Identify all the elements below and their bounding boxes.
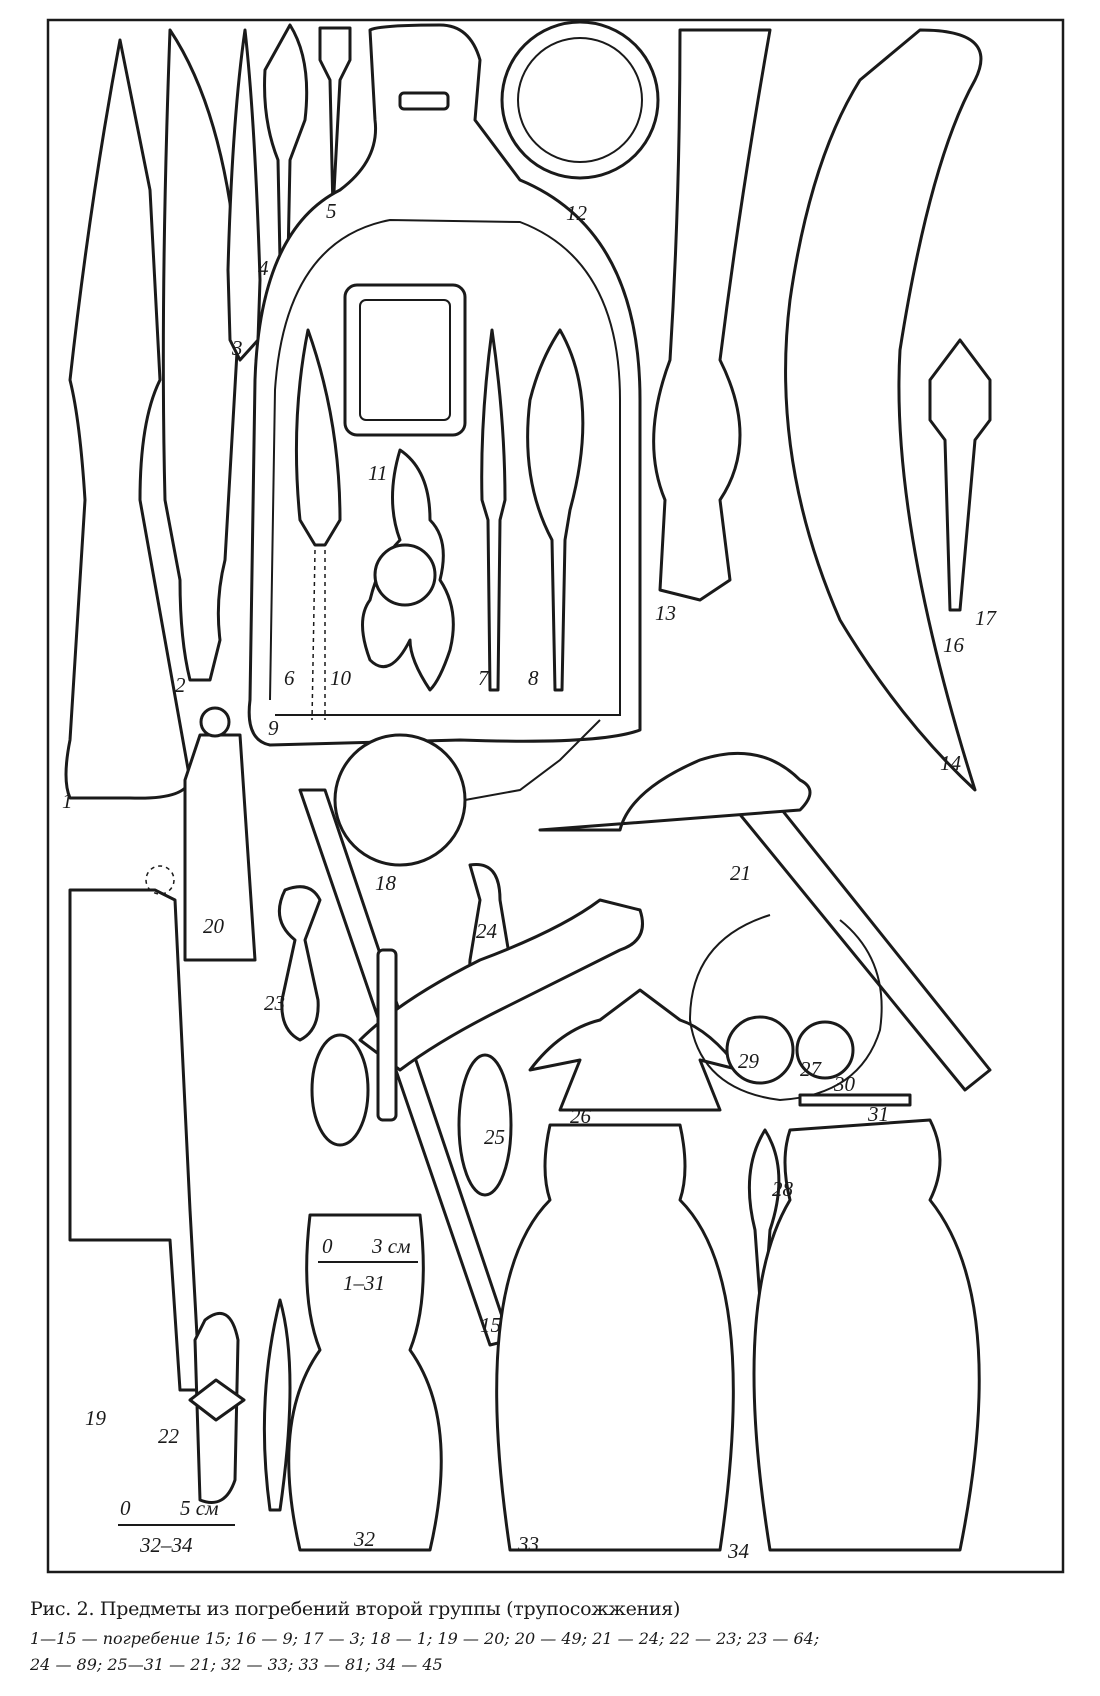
pendant-29 [725, 1015, 795, 1085]
stirrup-slot [398, 91, 450, 111]
item-label: 2 [175, 673, 186, 697]
plate-frame [46, 18, 1065, 1574]
item-label: 17 [975, 606, 998, 630]
item-label: 16 [943, 633, 965, 657]
item-label: 32 [353, 1527, 376, 1551]
item-label: 1 [62, 789, 73, 813]
vessel-32 [287, 1213, 443, 1552]
buckle [343, 283, 467, 437]
scale-zero: 0 [120, 1496, 131, 1520]
figure-caption: Рис. 2. Предметы из погребений второй гр… [30, 1598, 1090, 1678]
item-label: 26 [570, 1104, 592, 1128]
spindle [262, 1298, 292, 1512]
bit-cheekpiece [376, 948, 398, 1122]
item-label: 15 [480, 1313, 501, 1337]
item-labels: 1 2 3 4 5 6 7 8 9 10 11 12 13 14 15 16 1… [62, 199, 998, 1563]
ring [373, 543, 437, 607]
suspension-ring [199, 706, 231, 738]
scale-zero: 0 [322, 1234, 333, 1258]
item-label: 23 [264, 991, 285, 1015]
stirrup-inner [269, 218, 621, 716]
ornamented-plate-26 [528, 988, 742, 1112]
knife-in-sheath [161, 28, 242, 682]
figure-plate: 0 3 см 1–31 0 5 см 32–34 1 2 3 4 5 6 7 8… [46, 18, 1065, 1574]
item-label: 18 [375, 871, 397, 895]
item-label: 21 [730, 861, 751, 885]
bronze-ring [500, 20, 660, 180]
item-label: 20 [203, 914, 225, 938]
jug-34 [752, 1118, 981, 1552]
fire-steel-hole [145, 865, 175, 895]
scale-range: 1–31 [343, 1271, 385, 1295]
sickle [784, 28, 983, 792]
item-label: 27 [800, 1057, 823, 1081]
bit-ring [310, 1033, 370, 1147]
scale-range: 32–34 [139, 1533, 193, 1557]
item-label: 24 [476, 919, 498, 943]
scale-length: 3 см [371, 1234, 410, 1258]
item-label: 9 [268, 716, 279, 740]
item-label: 5 [326, 199, 337, 223]
item-label: 6 [284, 666, 295, 690]
item-label: 19 [85, 1406, 107, 1430]
item-label: 25 [484, 1125, 505, 1149]
item-label: 8 [528, 666, 539, 690]
caption-legend-line-1: 1—15 — погребение 15; 16 — 9; 17 — 3; 18… [30, 1629, 820, 1648]
arrowhead-6 [294, 328, 342, 547]
fire-steel [68, 888, 202, 1392]
item-label: 7 [478, 666, 490, 690]
fibula [538, 751, 812, 832]
item-label: 4 [258, 256, 269, 280]
vessel-33 [495, 1123, 735, 1552]
iron-ball [333, 733, 467, 867]
scale-bar-large: 0 5 см 32–34 [118, 1496, 235, 1557]
forked-arrowhead [526, 328, 585, 692]
item-label: 28 [772, 1177, 794, 1201]
arrowhead-7 [480, 328, 507, 692]
item-label: 13 [655, 601, 676, 625]
pendant-awl [928, 338, 992, 612]
caption-legend-line-2: 24 — 89; 25—31 — 21; 32 — 33; 33 — 81; 3… [30, 1655, 443, 1674]
plaque-25 [457, 1053, 513, 1197]
small-knife [226, 28, 262, 362]
awl [318, 26, 352, 212]
item-label: 33 [517, 1532, 539, 1556]
spearhead [64, 38, 192, 800]
scale-length: 5 см [180, 1496, 218, 1520]
item-label: 34 [727, 1539, 750, 1563]
item-label: 31 [867, 1102, 889, 1126]
item-label: 10 [330, 666, 352, 690]
caption-title: Рис. 2. Предметы из погребений второй гр… [30, 1598, 681, 1620]
item-label: 30 [833, 1072, 856, 1096]
torc-27 [688, 914, 883, 1102]
whetstone [183, 733, 257, 962]
handle-22-knob [188, 1378, 246, 1422]
horse-bit [358, 898, 644, 1072]
ring-30 [795, 1020, 855, 1080]
item-label: 14 [940, 751, 962, 775]
item-label: 12 [566, 201, 588, 225]
drinking-horn [652, 28, 772, 602]
item-label: 11 [368, 461, 387, 485]
item-label: 22 [158, 1424, 180, 1448]
chain [464, 719, 601, 801]
item-label: 3 [231, 336, 243, 360]
earring-23 [277, 885, 322, 1042]
buckle-inner [359, 299, 451, 421]
scale-bar-small: 0 3 см 1–31 [318, 1234, 418, 1295]
pin-31 [798, 1093, 912, 1107]
bronze-ring-inner [517, 37, 643, 163]
item-label: 29 [738, 1049, 760, 1073]
